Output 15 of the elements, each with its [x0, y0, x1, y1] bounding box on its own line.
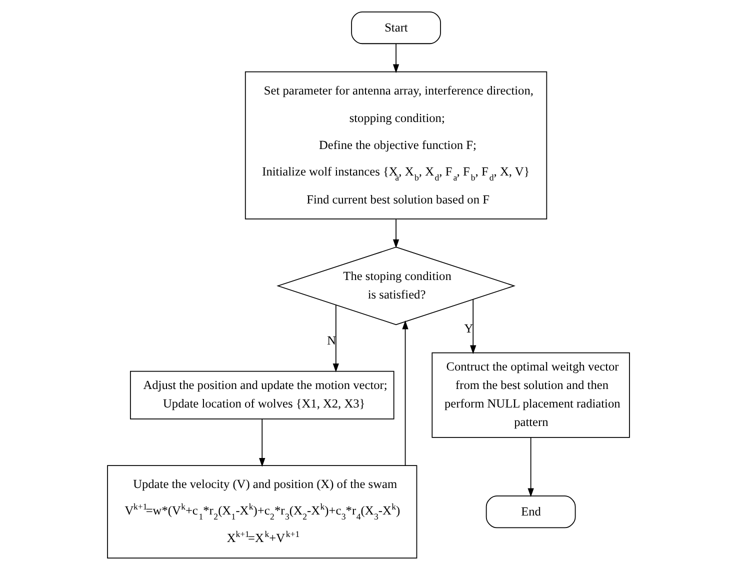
arrow — [259, 418, 266, 467]
arrow — [528, 437, 534, 498]
node-box: Contruct the optimal weitgh vector from the best solution and then perform NULL placement radiation pattern — [432, 352, 630, 438]
node-box: Update the velocity (V) and position (X) of the swam V$^{k+1}$=w*(V$^{k}$+c$_{1}$*r$_{2}$(X$_{1}$-X$^{k}$)+c$_{2}$*r$_{3}$(X$_{2}$-X$^{k}$)+c$_{3}$*r$_{4}$(X$_{3}$-X$^{k}$) X$^{k+1}$=X$^{k}$+V$^{k+1}$ — [107, 465, 418, 559]
node-box: End — [486, 496, 576, 528]
arrow — [392, 218, 400, 248]
node-diamond: The stoping condition is satisfied? — [276, 246, 516, 326]
edge-label: N — [327, 333, 336, 348]
arrow — [332, 304, 339, 372]
arrow — [470, 299, 476, 354]
arrow — [402, 320, 408, 466]
node-box: Adjust the position and update the motion vector; Update location of wolves {X1, X2, X3} — [130, 370, 394, 420]
node-box: Set parameter for antenna array, interference direction, stopping condition; Define the objective function F; Initialize wolf instances {X$_{a}$, X$_{b}$, X$_{d}$, F$_{a}$, F$_{b}$, F$_{d}$, X, V} Find current best solution based on F — [244, 71, 548, 220]
arrow — [392, 43, 400, 74]
node-box: Start — [351, 11, 441, 44]
